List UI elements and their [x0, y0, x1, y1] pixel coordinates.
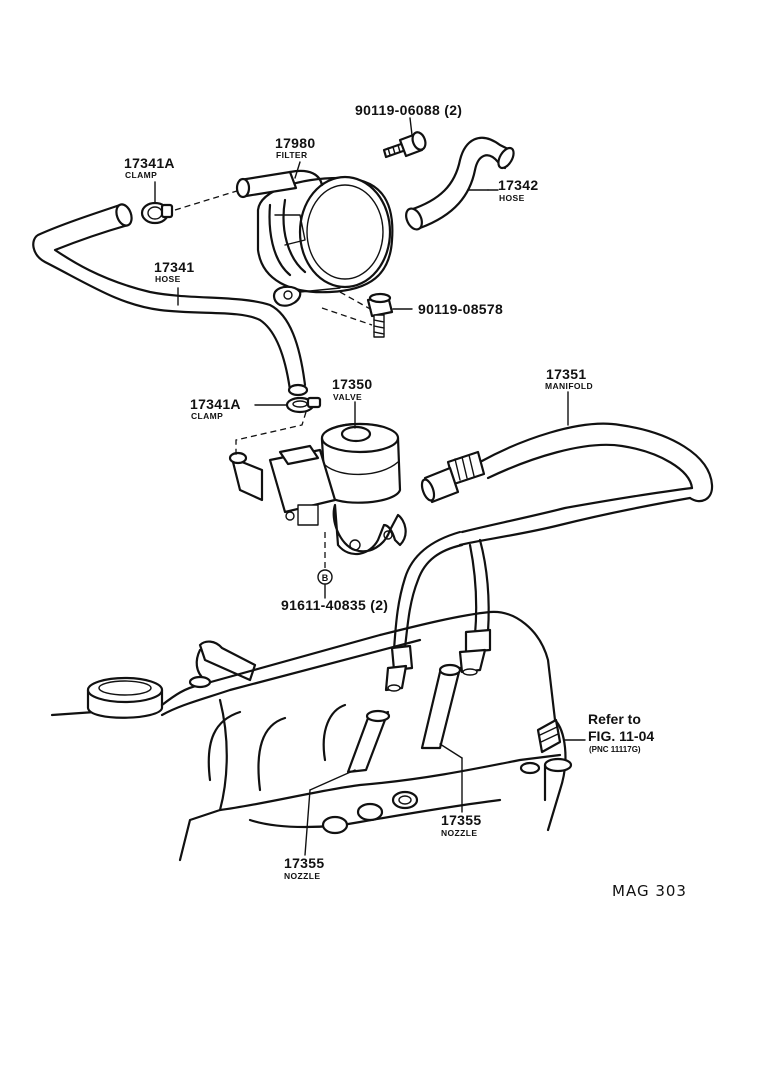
- bolt-filter-part-number: 90119-08578: [418, 301, 504, 317]
- nozzle-left-part-name: NOZZLE: [284, 871, 321, 881]
- hose-17341-drawing: [32, 203, 309, 397]
- bolt-filter-drawing: [366, 292, 394, 338]
- manifold-part-number: 17351: [546, 366, 587, 382]
- bolt-top-drawing: [382, 131, 427, 159]
- reference-line-1: Refer to: [588, 711, 641, 727]
- filter-part-name: FILTER: [276, 150, 308, 160]
- hose-17342-part-number: 17342: [498, 177, 539, 193]
- valve-part-name: VALVE: [333, 392, 363, 402]
- nozzle-right-part-name: NOZZLE: [441, 828, 478, 838]
- filter-part-number: 17980: [275, 135, 316, 151]
- hose-17342-drawing: [405, 136, 515, 231]
- hose-17342-part-name: HOSE: [499, 193, 525, 203]
- leader-lines: [154, 117, 586, 856]
- clamp-upper-drawing: [140, 201, 174, 225]
- hose-17341-part-number: 17341: [154, 259, 195, 275]
- callout-circle-b: B: [317, 569, 333, 585]
- stud-part-number: 91611-40835 (2): [281, 597, 389, 613]
- diagram-code: MAG 303: [612, 882, 687, 900]
- nozzle-right-part-number: 17355: [441, 812, 482, 828]
- clamp-lower-part-number: 17341A: [190, 396, 241, 412]
- clamp-upper-part-number: 17341A: [124, 155, 175, 171]
- guide-lines: [174, 189, 373, 568]
- filter-drawing: [235, 169, 394, 307]
- engine-block-drawing: [50, 610, 573, 862]
- clamp-upper-part-name: CLAMP: [125, 170, 158, 180]
- manifold-part-name: MANIFOLD: [545, 381, 594, 391]
- callout-b-letter: B: [322, 573, 329, 583]
- clamp-lower-drawing: [285, 396, 322, 414]
- reference-line-3: (PNC 11117G): [589, 745, 641, 754]
- manifold-drawing: [384, 422, 714, 692]
- clamp-lower-part-name: CLAMP: [191, 411, 224, 421]
- valve-drawing: [228, 422, 407, 556]
- bolt-top-part-number: 90119-06088 (2): [355, 102, 463, 118]
- reference-line-2: FIG. 11-04: [588, 728, 655, 744]
- nozzle-left-part-number: 17355: [284, 855, 325, 871]
- hose-17341-part-name: HOSE: [155, 274, 181, 284]
- valve-part-number: 17350: [332, 376, 373, 392]
